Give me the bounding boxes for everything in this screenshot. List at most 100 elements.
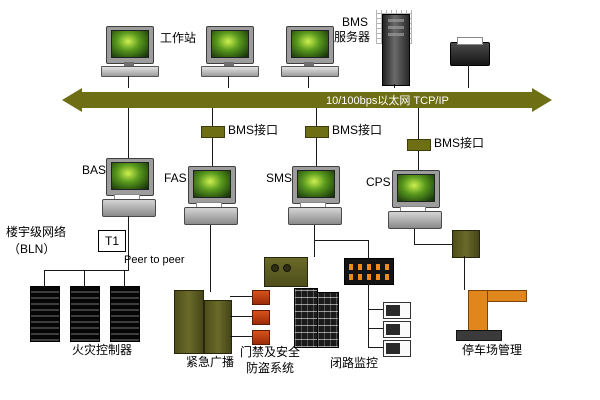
connector-line: [44, 270, 129, 271]
emergency-broadcast-label: 紧急广播: [186, 355, 235, 369]
monitor-screen: [211, 30, 249, 58]
bln-label-line2: （BLN）: [8, 242, 56, 256]
connector-line: [368, 347, 383, 348]
controller-cabinet-3: [110, 286, 140, 342]
connector-line: [394, 84, 395, 88]
connector-line: [464, 256, 465, 290]
connector-line: [368, 240, 369, 258]
ethernet-bus-label: 10/100bps以太网 TCP/IP: [326, 95, 449, 107]
controller-cabinet-2: [70, 286, 100, 342]
cctv-monitor-2: [383, 321, 411, 338]
parking-barrier-post: [468, 290, 488, 334]
controller-cabinet-1: [30, 286, 60, 342]
workstation-1-keyboard: [101, 66, 159, 77]
speaker-unit-2: [252, 310, 270, 325]
monitor-screen: [291, 30, 329, 58]
connector-line: [368, 309, 383, 310]
cps-label: CPS: [366, 175, 391, 189]
connector-line: [228, 76, 229, 88]
sms-printer: [288, 207, 342, 225]
bln-label-line1: 楼宇级网络: [6, 225, 67, 239]
connector-line: [314, 225, 315, 257]
speaker-unit-3: [252, 330, 270, 345]
monitor-screen: [193, 170, 231, 198]
access-security-label-line1: 门禁及安全: [240, 345, 301, 359]
monitor-screen: [111, 162, 149, 190]
monitor-screen: [297, 170, 335, 198]
server-label-line1: BMS: [342, 15, 369, 29]
connector-line: [230, 296, 252, 297]
cctv-monitor-3: [383, 340, 411, 357]
monitor-stand: [304, 62, 314, 66]
bas-monitor: [106, 158, 154, 196]
workstation-label: 工作站: [160, 31, 197, 45]
fas-printer: [184, 207, 238, 225]
cctv-switcher-panel: [344, 258, 394, 285]
workstation-3-monitor: [286, 26, 334, 64]
bus-right-arrowhead: [532, 88, 552, 112]
bms-interface-box-3: [407, 139, 431, 151]
connector-line: [210, 225, 211, 292]
sms-label: SMS: [266, 171, 293, 185]
server-label-line2: 服务器: [334, 30, 371, 44]
bas-label: BAS: [82, 163, 107, 177]
speaker-unit-1: [252, 290, 270, 305]
parking-barrier-base: [456, 330, 502, 341]
broadcast-tower-1: [174, 290, 204, 354]
fire-controller-label: 火灾控制器: [72, 343, 133, 357]
switcher-indicator-lights: [349, 274, 389, 280]
parking-label: 停车场管理: [462, 343, 523, 357]
cps-printer: [388, 211, 442, 229]
workstation-2-keyboard: [201, 66, 259, 77]
bms-interface-label-2: BMS接口: [332, 123, 383, 137]
workstation-3-keyboard: [281, 66, 339, 77]
cctv-screen: [386, 305, 400, 316]
connector-line: [230, 336, 252, 337]
parking-barrier-arm: [485, 290, 527, 302]
connector-line: [230, 316, 252, 317]
fas-monitor: [188, 166, 236, 204]
ethernet-bus: [80, 92, 534, 108]
bas-printer: [102, 199, 156, 217]
cctv-screen: [386, 324, 400, 335]
panel-knob: [271, 264, 279, 272]
monitor-screen: [111, 30, 149, 58]
bms-interface-box-1: [201, 126, 225, 138]
workstation-2-monitor: [206, 26, 254, 64]
switcher-indicator-lights: [349, 264, 389, 270]
workstation-1-monitor: [106, 26, 154, 64]
access-rack-2: [317, 292, 339, 348]
cps-monitor: [392, 170, 440, 208]
connector-line: [468, 65, 469, 88]
printer-paper: [457, 37, 483, 45]
connector-line: [128, 108, 129, 158]
monitor-stand: [124, 62, 134, 66]
connector-line: [308, 76, 309, 88]
bus-left-arrowhead: [62, 88, 82, 112]
bms-interface-label-3: BMS接口: [434, 136, 485, 150]
cctv-screen: [386, 343, 400, 354]
bms-interface-box-2: [305, 126, 329, 138]
t1-node-box: T1: [98, 230, 126, 252]
access-rack-1: [294, 288, 318, 348]
connector-line: [44, 270, 45, 286]
connector-line: [414, 244, 452, 245]
peer-to-peer-label: Peer to peer: [124, 254, 185, 266]
connector-line: [368, 328, 383, 329]
access-security-label-line2: 防盗系统: [246, 361, 295, 375]
parking-controller-box: [452, 230, 480, 258]
connector-line: [124, 270, 125, 286]
cctv-monitor-1: [383, 302, 411, 319]
panel-knob: [283, 264, 291, 272]
sms-monitor: [292, 166, 340, 204]
connector-line: [128, 76, 129, 88]
access-control-panel: [264, 257, 308, 287]
bms-server-tower: [382, 14, 410, 86]
network-printer: [450, 42, 490, 66]
connector-line: [414, 229, 415, 245]
connector-line: [84, 270, 85, 286]
connector-line: [128, 216, 129, 270]
cctv-label: 闭路监控: [330, 356, 379, 370]
monitor-stand: [224, 62, 234, 66]
